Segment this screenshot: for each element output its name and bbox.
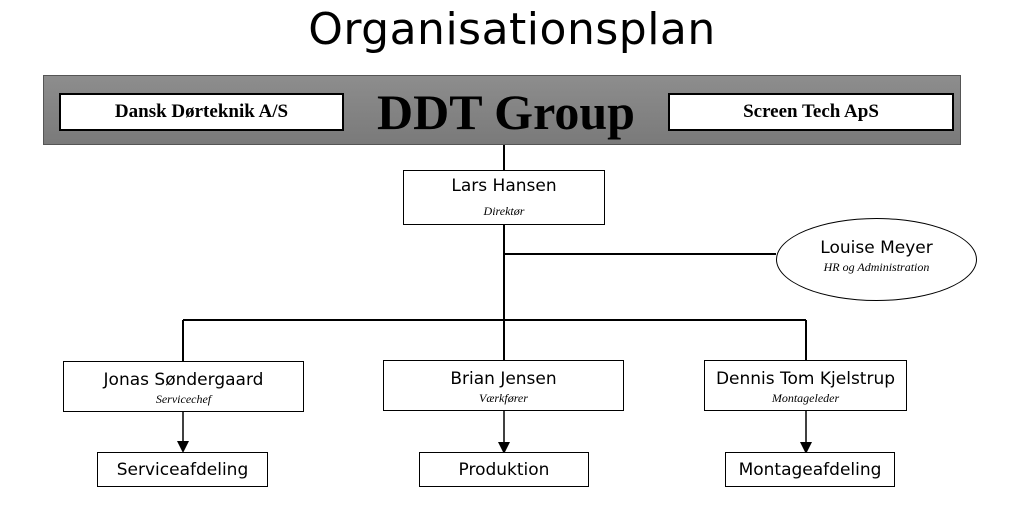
manager-box-service: Jonas Søndergaard Servicechef <box>63 361 304 412</box>
director-box: Lars Hansen Direktør <box>403 170 605 225</box>
hr-ellipse: Louise Meyer HR og Administration <box>776 218 977 301</box>
manager-role: Servicechef <box>155 392 212 406</box>
page-title: Organisationsplan <box>308 4 716 55</box>
hr-name: Louise Meyer <box>820 238 933 258</box>
department-box-serviceafdeling: Serviceafdeling <box>97 452 268 487</box>
company-box-dansk-dorteknik: Dansk Dørteknik A/S <box>59 93 344 131</box>
department-box-montageafdeling: Montageafdeling <box>725 452 895 487</box>
hr-role: HR og Administration <box>823 260 930 274</box>
manager-role: Værkfører <box>479 391 528 405</box>
group-name: DDT Group <box>377 84 635 140</box>
manager-name: Brian Jensen <box>450 369 557 389</box>
company-box-screen-tech: Screen Tech ApS <box>668 93 954 131</box>
manager-box-production: Brian Jensen Værkfører <box>383 360 624 411</box>
group-banner: Dansk Dørteknik A/S DDT Group Screen Tec… <box>43 75 961 145</box>
manager-box-montage: Dennis Tom Kjelstrup Montageleder <box>704 360 907 411</box>
manager-name: Dennis Tom Kjelstrup <box>715 369 896 389</box>
manager-name: Jonas Søndergaard <box>103 370 264 390</box>
manager-role: Montageleder <box>771 391 840 405</box>
director-role: Direktør <box>483 204 525 218</box>
department-box-produktion: Produktion <box>419 452 589 487</box>
director-name: Lars Hansen <box>451 176 557 196</box>
